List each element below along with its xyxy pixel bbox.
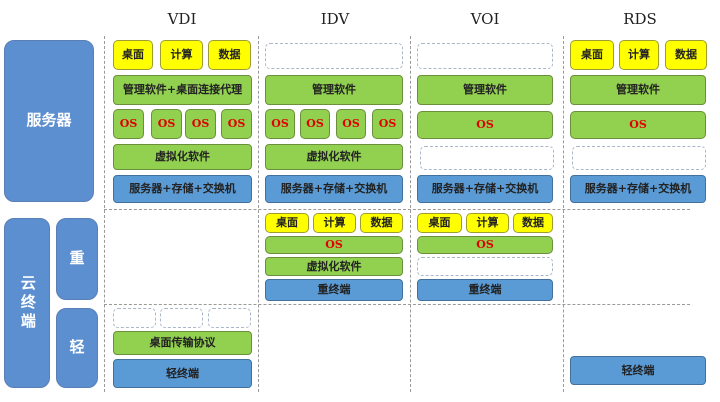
idv-os-box: OS: [300, 109, 330, 139]
voi-hardware: 服务器+存储+交换机: [417, 175, 553, 203]
vdi-empty-slot: [208, 308, 251, 328]
voi-empty-virt-slot: [420, 146, 554, 170]
idv-client-app-desktop: 桌面: [265, 213, 309, 233]
server-label: 服务器: [4, 40, 94, 202]
vdi-app-desktop: 桌面: [113, 40, 153, 70]
idv-os-box: OS: [372, 109, 403, 139]
vdi-desktop-protocol: 桌面传输协议: [113, 331, 252, 355]
grid-divider: [104, 36, 105, 392]
rds-os: OS: [570, 111, 706, 139]
grid-divider: [104, 209, 690, 210]
rds-management-software: 管理软件: [570, 75, 706, 105]
vdi-management-software: 管理软件+桌面连接代理: [113, 75, 252, 105]
vdi-app-compute: 计算: [160, 40, 203, 70]
vdi-thin-terminal: 轻终端: [113, 359, 252, 388]
voi-client-os: OS: [417, 236, 553, 254]
grid-divider: [104, 304, 690, 305]
voi-client-app-desktop: 桌面: [417, 213, 462, 233]
rds-hardware: 服务器+存储+交换机: [570, 175, 706, 203]
voi-os: OS: [417, 111, 553, 139]
column-header-vdi: VDI: [167, 10, 197, 28]
column-header-voi: VOI: [470, 10, 500, 28]
grid-divider: [410, 36, 411, 392]
vdi-hardware: 服务器+存储+交换机: [113, 175, 252, 203]
voi-empty-client-virt-slot: [417, 257, 553, 276]
voi-fat-terminal: 重终端: [417, 279, 553, 301]
rds-app-desktop: 桌面: [570, 40, 614, 70]
column-header-idv: IDV: [320, 10, 350, 28]
vdi-virtualization-software: 虚拟化软件: [113, 144, 252, 170]
voi-client-app-data: 数据: [513, 213, 553, 233]
vdi-os-box: OS: [113, 109, 144, 139]
rds-app-compute: 计算: [619, 40, 659, 70]
rds-thin-terminal: 轻终端: [570, 356, 706, 385]
idv-client-app-data: 数据: [360, 213, 403, 233]
heavy-terminal-label: 重: [56, 218, 98, 300]
grid-divider: [563, 36, 564, 392]
idv-client-app-compute: 计算: [313, 213, 356, 233]
rds-empty-virt-slot: [572, 146, 706, 170]
idv-fat-terminal: 重终端: [265, 279, 403, 301]
idv-client-os: OS: [265, 236, 403, 254]
idv-os-box: OS: [265, 109, 295, 139]
cloud-terminal-label: 云终端: [4, 218, 50, 388]
voi-empty-app-slot: [417, 43, 553, 69]
idv-client-virtualization: 虚拟化软件: [265, 257, 403, 276]
idv-empty-app-slot: [265, 43, 403, 69]
vdi-empty-slot: [160, 308, 203, 328]
vdi-app-data: 数据: [208, 40, 251, 70]
grid-divider: [258, 36, 259, 392]
column-header-rds: RDS: [623, 10, 657, 28]
vdi-os-box: OS: [221, 109, 252, 139]
idv-hardware: 服务器+存储+交换机: [265, 175, 403, 203]
idv-management-software: 管理软件: [265, 75, 403, 105]
vdi-empty-slot: [113, 308, 156, 328]
voi-management-software: 管理软件: [417, 75, 553, 105]
light-terminal-label: 轻: [56, 308, 98, 388]
vdi-os-box: OS: [185, 109, 216, 139]
vdi-os-box: OS: [151, 109, 182, 139]
voi-client-app-compute: 计算: [466, 213, 509, 233]
rds-app-data: 数据: [665, 40, 707, 70]
idv-virtualization-software: 虚拟化软件: [265, 144, 403, 170]
idv-os-box: OS: [336, 109, 366, 139]
